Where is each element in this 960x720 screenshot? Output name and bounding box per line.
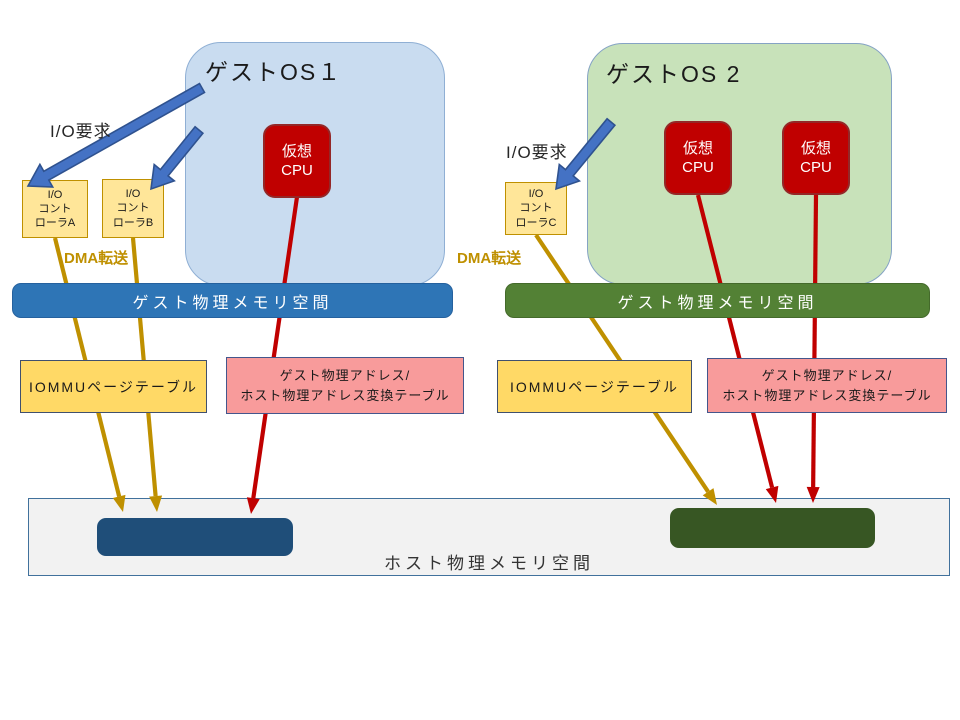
virtual-cpu-box-guest2-second: 仮想 CPU <box>782 121 850 195</box>
guest1-host-memory-block <box>97 518 293 556</box>
guest-os-1-title: ゲストOS１ <box>205 59 343 85</box>
dma-transfer-label-guest2: DMA転送 <box>457 250 522 267</box>
virtual-cpu-box-guest2-first: 仮想 CPU <box>664 121 732 195</box>
address-translation-table-guest1: ゲスト物理アドレス/ ホスト物理アドレス変換テーブル <box>226 357 464 414</box>
io-request-label-guest2: I/O要求 <box>506 143 568 162</box>
iommu-page-table-guest2: IOMMUページテーブル <box>497 360 692 413</box>
host-memory-label: ホスト物理メモリ空間 <box>384 554 594 573</box>
iommu-page-table-guest1: IOMMUページテーブル <box>20 360 207 413</box>
dma-transfer-label-guest1: DMA転送 <box>64 250 129 267</box>
guest1-memory-bar: ゲスト物理メモリ空間 <box>12 283 453 318</box>
virtual-cpu-box-guest1: 仮想 CPU <box>263 124 331 198</box>
address-translation-table-guest2: ゲスト物理アドレス/ ホスト物理アドレス変換テーブル <box>707 358 947 413</box>
io-request-label-guest1: I/O要求 <box>50 122 112 141</box>
guest2-memory-bar: ゲスト物理メモリ空間 <box>505 283 930 318</box>
io-controller-a-box: I/O コント ローラA <box>22 180 88 238</box>
guest2-host-memory-block <box>670 508 875 548</box>
guest-os-2-title: ゲストOS 2 <box>606 61 742 87</box>
io-controller-b-box: I/O コント ローラB <box>102 179 164 238</box>
io-controller-c-box: I/O コント ローラC <box>505 182 567 235</box>
